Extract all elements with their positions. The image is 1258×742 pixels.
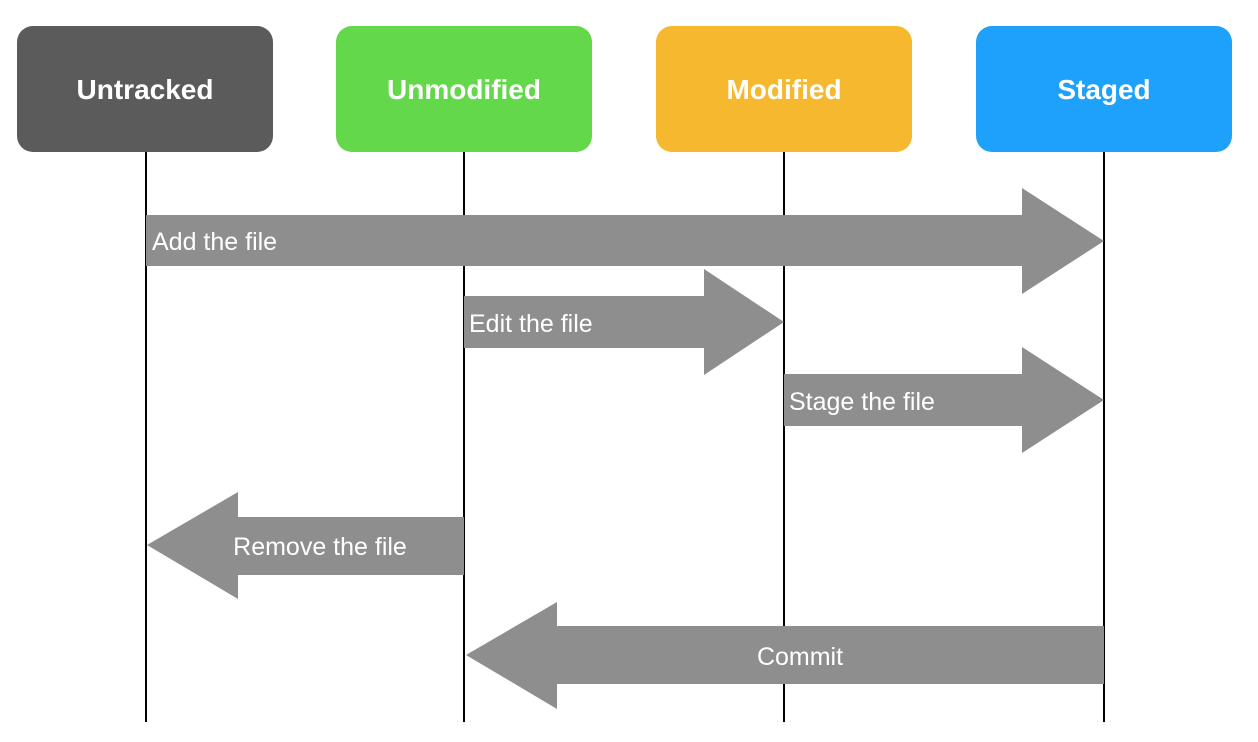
transition-edit: Edit the file [464, 269, 784, 375]
arrow-commit [466, 602, 1104, 709]
arrow-remove [147, 492, 464, 599]
state-label-modified: Modified [726, 74, 841, 105]
state-box-untracked [17, 26, 273, 152]
arrow-label-add: Add the file [152, 228, 277, 256]
state-modified: Modified [656, 26, 912, 152]
arrow-label-commit: Commit [757, 643, 843, 671]
state-untracked: Untracked [17, 26, 273, 152]
state-box-unmodified [336, 26, 592, 152]
state-label-untracked: Untracked [77, 74, 214, 105]
arrow-label-edit: Edit the file [469, 310, 593, 338]
arrow-add [146, 188, 1104, 294]
transitions: Add the file Edit the file Stage the fil… [146, 188, 1104, 709]
transition-stage: Stage the file [784, 347, 1104, 453]
state-label-staged: Staged [1057, 74, 1150, 105]
states: Untracked Unmodified Modified Staged [17, 26, 1232, 152]
transition-commit: Commit [466, 602, 1104, 709]
state-staged: Staged [976, 26, 1232, 152]
arrow-label-remove: Remove the file [233, 533, 407, 561]
arrow-label-stage: Stage the file [789, 388, 935, 416]
transition-add: Add the file [146, 188, 1104, 294]
state-unmodified: Unmodified [336, 26, 592, 152]
state-box-staged [976, 26, 1232, 152]
state-label-unmodified: Unmodified [387, 74, 541, 105]
arrow-edit [464, 269, 784, 375]
arrow-stage [784, 347, 1104, 453]
state-box-modified [656, 26, 912, 152]
transition-remove: Remove the file [147, 492, 464, 599]
